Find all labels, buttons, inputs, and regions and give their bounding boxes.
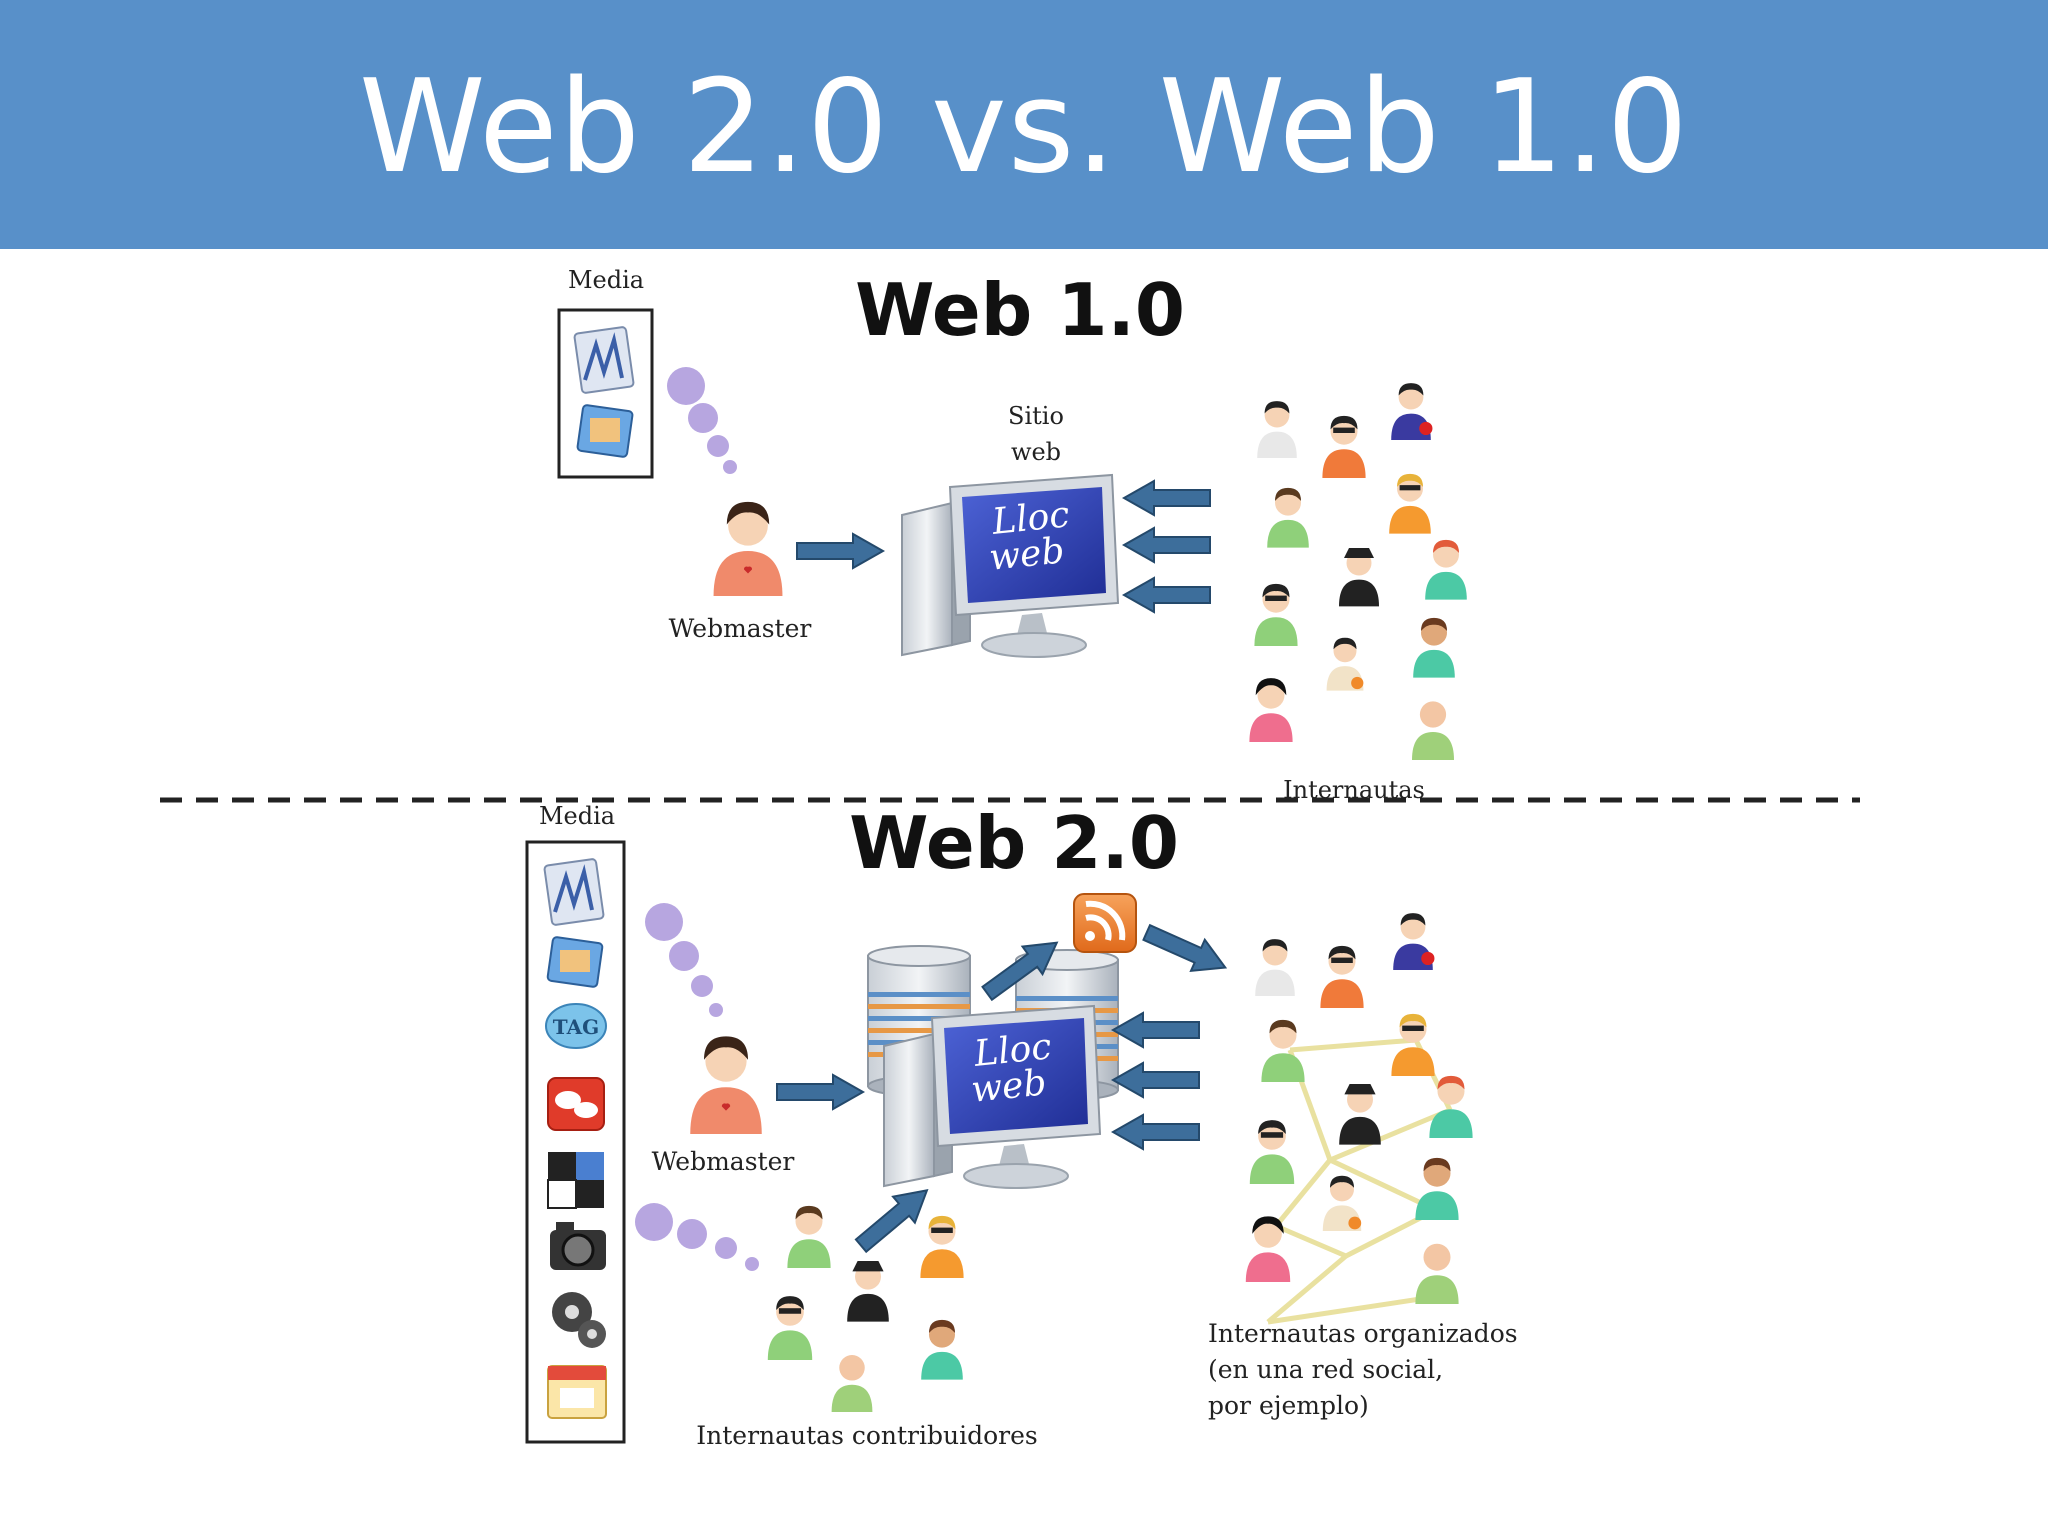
rss-icon: [1073, 893, 1137, 953]
web1-arrow-user-3: [1122, 576, 1212, 614]
web2-media-box: [525, 840, 626, 1444]
web1-arrow-webmaster: [795, 532, 885, 570]
web1-arrow-user-2: [1122, 526, 1212, 564]
photo-icon: [546, 936, 604, 988]
web2-thought-bubbles-bottom: [635, 1203, 759, 1271]
web2-arrow-user-3: [1111, 1113, 1201, 1151]
tag-icon: TAG: [545, 1003, 607, 1049]
web1-section: Web 1.0 Media Webmaster: [557, 266, 1467, 804]
slide-title: Web 2.0 vs. Web 1.0: [358, 53, 1690, 202]
web2-arrow-user-2: [1111, 1061, 1201, 1099]
tag-icon-text: TAG: [553, 1015, 599, 1039]
web2-media-label: Media: [539, 802, 615, 830]
web1-screen-line1: Lloc: [989, 494, 1071, 543]
web1-webmaster-person: [713, 501, 783, 596]
web1-site-label-line2: web: [1011, 438, 1061, 466]
puzzle-icon: [547, 1152, 604, 1209]
calendar-icon: [547, 1365, 607, 1419]
web2-webmaster-label: Webmaster: [652, 1147, 795, 1176]
chat-icon: [547, 1077, 605, 1131]
web2-thought-bubbles-top: [645, 903, 723, 1017]
web2-webmaster-person: [690, 1036, 762, 1134]
web1-arrow-user-1: [1122, 479, 1212, 517]
web2-contributors-label: Internautas contribuidores: [696, 1421, 1037, 1450]
document-icon: [543, 858, 605, 926]
web2-title: Web 2.0: [849, 801, 1179, 885]
web1-media-label: Media: [568, 266, 644, 294]
web2-network-links: [1266, 1037, 1453, 1325]
web1-thought-bubbles: [667, 367, 737, 474]
web2-arrow-user-1: [1111, 1011, 1201, 1049]
web1-title: Web 1.0: [855, 268, 1185, 352]
web2-arrow-contributors: [849, 1176, 939, 1260]
web2-contributors-crowd: [767, 1205, 964, 1412]
camera-icon: [550, 1222, 606, 1270]
web1-users-crowd: [1249, 383, 1467, 760]
title-bar: [0, 0, 2048, 249]
web2-organized-label-line2: (en una red social,: [1208, 1355, 1443, 1384]
web2-section: Web 2.0 Media TAG: [525, 801, 1518, 1450]
web2-arrow-webmaster: [775, 1073, 865, 1111]
web1-screen-line2: web: [987, 530, 1066, 579]
web2-organized-label-line1: Internautas organizados: [1208, 1319, 1518, 1348]
web2-organized-users-crowd: [1245, 913, 1473, 1304]
web1-site-label-line1: Sitio: [1008, 402, 1064, 430]
web2-arrow-rss-to-users: [1138, 915, 1234, 985]
photo-icon: [576, 404, 634, 458]
web2-screen-line2: web: [969, 1062, 1048, 1111]
web2-organized-label-line3: por ejemplo): [1208, 1391, 1369, 1420]
web1-webmaster-label: Webmaster: [669, 614, 812, 643]
document-icon: [573, 326, 635, 394]
web2-screen-line1: Lloc: [971, 1026, 1053, 1075]
film-reel-icon: [552, 1292, 606, 1348]
